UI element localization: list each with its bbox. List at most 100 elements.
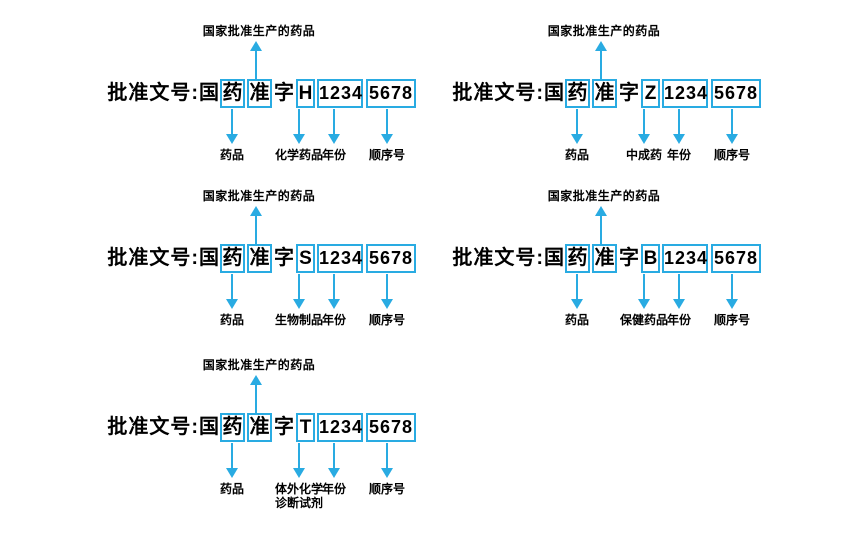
approval-prefix-text: 批准文号:国	[107, 82, 220, 104]
char-zhun-box: 准	[247, 413, 272, 442]
label-year: 年份	[666, 313, 691, 327]
down-arrow-icon	[226, 134, 238, 144]
label-drug: 药品	[564, 148, 589, 162]
national-approval-label: 国家批准生产的药品	[547, 24, 661, 38]
national-approval-label: 国家批准生产的药品	[202, 24, 316, 38]
down-arrow-icon	[726, 299, 738, 309]
char-zhun-box: 准	[592, 244, 617, 273]
down-arrow-icon	[293, 299, 305, 309]
down-arrow-icon	[226, 468, 238, 478]
down-arrow-line	[298, 274, 300, 299]
down-arrow-icon	[638, 134, 650, 144]
up-arrow-icon	[250, 206, 262, 216]
category-letter-box: Z	[641, 79, 660, 108]
up-arrow-line	[255, 51, 257, 79]
label-drug: 药品	[219, 482, 244, 496]
national-approval-label: 国家批准生产的药品	[202, 189, 316, 203]
label-category: 生物制品	[274, 313, 323, 327]
char-zhun-box: 准	[592, 79, 617, 108]
year-digits-box: 1234	[317, 79, 363, 108]
down-arrow-icon	[328, 299, 340, 309]
approval-prefix-text: 批准文号:国	[452, 82, 565, 104]
year-digits-box: 1234	[317, 413, 363, 442]
label-category: 化学药品	[274, 148, 323, 162]
category-letter-box: H	[296, 79, 315, 108]
down-arrow-line	[231, 109, 233, 134]
down-arrow-icon	[673, 299, 685, 309]
down-arrow-icon	[571, 134, 583, 144]
year-digits-box: 1234	[662, 244, 708, 273]
up-arrow-icon	[595, 206, 607, 216]
label-category: 体外化学 诊断试剂	[274, 482, 323, 510]
diagram-approval-number-z: 国家批准生产的药品 批准文号:国 药 准 字 Z 1234 5678 药品 中成…	[448, 22, 798, 192]
serial-digits-box: 5678	[366, 413, 416, 442]
down-arrow-icon	[638, 299, 650, 309]
label-serial: 顺序号	[368, 148, 405, 162]
year-digits-box: 1234	[317, 244, 363, 273]
approval-prefix-text: 批准文号:国	[452, 247, 565, 269]
year-digits-box: 1234	[662, 79, 708, 108]
down-arrow-line	[678, 109, 680, 134]
down-arrow-icon	[673, 134, 685, 144]
down-arrow-icon	[381, 134, 393, 144]
diagram-approval-number-t: 国家批准生产的药品 批准文号:国 药 准 字 T 1234 5678 药品 体外…	[103, 356, 453, 526]
label-category: 保健药品	[619, 313, 668, 327]
char-zi: 字	[619, 82, 639, 104]
serial-digits-box: 5678	[711, 244, 761, 273]
national-approval-label: 国家批准生产的药品	[547, 189, 661, 203]
label-category: 中成药	[625, 148, 662, 162]
down-arrow-icon	[226, 299, 238, 309]
label-year: 年份	[666, 148, 691, 162]
down-arrow-line	[643, 109, 645, 134]
down-arrow-line	[576, 109, 578, 134]
down-arrow-icon	[381, 468, 393, 478]
up-arrow-line	[600, 216, 602, 244]
char-yao-box: 药	[565, 79, 590, 108]
down-arrow-line	[298, 443, 300, 468]
up-arrow-line	[255, 216, 257, 244]
down-arrow-line	[678, 274, 680, 299]
national-approval-label: 国家批准生产的药品	[202, 358, 316, 372]
label-serial: 顺序号	[368, 482, 405, 496]
category-letter-box: S	[296, 244, 315, 273]
category-letter-box: B	[641, 244, 660, 273]
down-arrow-icon	[726, 134, 738, 144]
label-serial: 顺序号	[368, 313, 405, 327]
diagram-approval-number-s: 国家批准生产的药品 批准文号:国 药 准 字 S 1234 5678 药品 生物…	[103, 187, 453, 357]
serial-digits-box: 5678	[366, 79, 416, 108]
down-arrow-icon	[328, 134, 340, 144]
label-serial: 顺序号	[713, 148, 750, 162]
approval-prefix-text: 批准文号:国	[107, 416, 220, 438]
down-arrow-icon	[293, 468, 305, 478]
serial-digits-box: 5678	[711, 79, 761, 108]
diagram-approval-number-b: 国家批准生产的药品 批准文号:国 药 准 字 B 1234 5678 药品 保健…	[448, 187, 798, 357]
down-arrow-icon	[293, 134, 305, 144]
char-zi: 字	[274, 416, 294, 438]
diagram-approval-number-h: 国家批准生产的药品 批准文号:国 药 准 字 H 1234 5678 药品 化学…	[103, 22, 453, 192]
char-yao-box: 药	[220, 79, 245, 108]
char-zhun-box: 准	[247, 79, 272, 108]
down-arrow-line	[386, 274, 388, 299]
down-arrow-line	[576, 274, 578, 299]
label-year: 年份	[321, 482, 346, 496]
char-yao-box: 药	[565, 244, 590, 273]
down-arrow-icon	[571, 299, 583, 309]
label-drug: 药品	[219, 313, 244, 327]
down-arrow-line	[731, 109, 733, 134]
serial-digits-box: 5678	[366, 244, 416, 273]
down-arrow-line	[298, 109, 300, 134]
char-zi: 字	[274, 247, 294, 269]
down-arrow-line	[731, 274, 733, 299]
label-year: 年份	[321, 313, 346, 327]
up-arrow-icon	[250, 375, 262, 385]
up-arrow-line	[600, 51, 602, 79]
up-arrow-icon	[595, 41, 607, 51]
down-arrow-line	[231, 443, 233, 468]
char-zi: 字	[274, 82, 294, 104]
down-arrow-line	[333, 443, 335, 468]
up-arrow-line	[255, 385, 257, 413]
down-arrow-icon	[328, 468, 340, 478]
up-arrow-icon	[250, 41, 262, 51]
down-arrow-line	[231, 274, 233, 299]
down-arrow-line	[333, 109, 335, 134]
